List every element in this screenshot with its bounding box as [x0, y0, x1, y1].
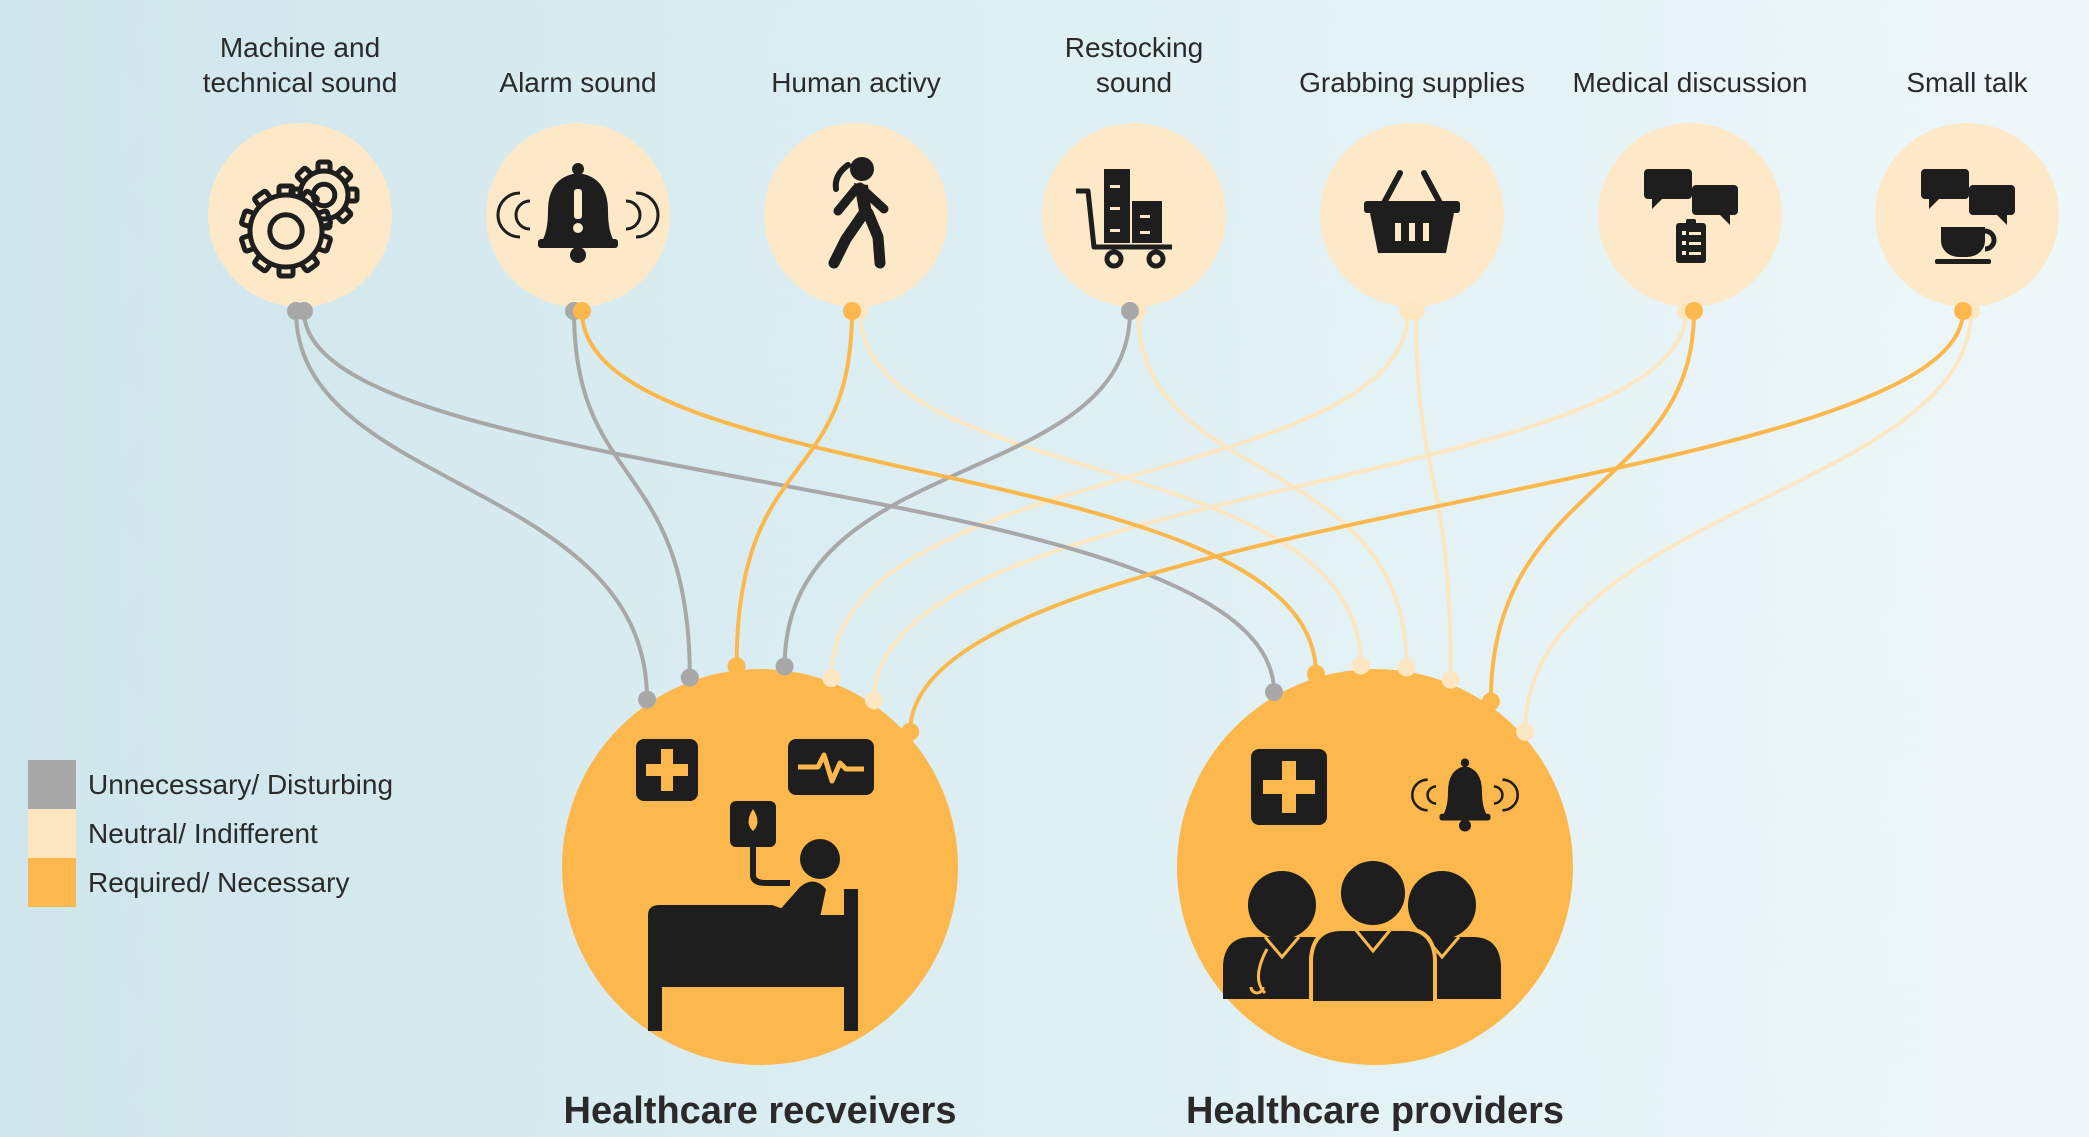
source-node-grabbing [1320, 123, 1504, 307]
source-node-medical [1598, 123, 1782, 307]
link-grabbing-receivers [829, 310, 1410, 679]
link-grabbing-providers [1414, 310, 1453, 680]
source-label-line: Small talk [1906, 67, 2028, 98]
source-label-smalltalk: Small talk [1807, 28, 2089, 100]
legend-label: Required/ Necessary [88, 866, 350, 898]
source-circle [1875, 123, 2059, 307]
legend-label: Neutral/ Indifferent [88, 817, 318, 849]
link-end-dot [1516, 722, 1535, 741]
link-start-dot [1121, 302, 1139, 320]
link-end-dot [864, 691, 883, 710]
connection-lines [294, 310, 1973, 732]
legend-swatch-neutral [28, 809, 76, 858]
link-end-dot [1351, 656, 1370, 675]
supply-cart-icon [1076, 169, 1172, 269]
link-smalltalk-receivers [908, 310, 1965, 732]
link-human-receivers [734, 310, 854, 667]
link-smalltalk-providers [1523, 310, 1973, 732]
link-end-dot [1306, 664, 1325, 683]
target-label-receivers: Healthcare recveivers [563, 1090, 957, 1132]
care-team-icon [1223, 749, 1519, 1005]
link-restocking-receivers [782, 310, 1132, 667]
source-node-machine [208, 123, 392, 307]
target-label-providers: Healthcare providers [1185, 1090, 1565, 1132]
link-alarm-providers [580, 310, 1318, 674]
link-end-dot [727, 657, 746, 676]
source-label-line: Alarm sound [499, 67, 657, 98]
link-start-dot [1954, 302, 1972, 320]
legend-item-disturbing: Unnecessary/ Disturbing [28, 760, 393, 809]
source-label-alarm: Alarm sound [418, 28, 738, 100]
link-restocking-providers [1136, 310, 1409, 668]
legend-swatch-necessary [28, 858, 76, 907]
source-label-restocking: Restocking sound [974, 28, 1294, 100]
connection-dots [287, 302, 1980, 741]
link-start-dot [295, 302, 313, 320]
alarm-bell-icon [496, 163, 660, 263]
chat-clipboard-icon [1644, 169, 1738, 263]
source-node-alarm [486, 123, 670, 307]
source-label-line: Restocking [1064, 32, 1204, 63]
source-nodes [208, 123, 2059, 307]
source-label-line: Human activy [771, 67, 941, 98]
link-end-dot [1397, 658, 1416, 677]
link-machine-providers [302, 310, 1276, 693]
source-node-human [764, 123, 948, 307]
target-node-receivers [562, 669, 958, 1065]
link-start-dot [1407, 302, 1425, 320]
link-start-dot [573, 302, 591, 320]
link-start-dot [1685, 302, 1703, 320]
source-node-smalltalk [1875, 123, 2059, 307]
link-end-dot [901, 722, 920, 741]
patient-bed-icon [636, 739, 874, 1031]
link-start-dot [843, 302, 861, 320]
link-end-dot [1265, 683, 1283, 702]
link-end-dot [638, 690, 657, 709]
source-label-line: Machine and [219, 32, 381, 63]
source-node-restocking [1042, 123, 1226, 307]
link-medical-receivers [871, 310, 1688, 701]
link-medical-providers [1488, 310, 1696, 702]
source-label-machine: Machine and technical sound [140, 28, 460, 100]
target-circle [562, 669, 958, 1065]
link-human-providers [858, 310, 1363, 666]
chat-coffee-icon [1921, 169, 2015, 264]
target-nodes [562, 669, 1573, 1065]
source-label-line: Grabbing supplies [1299, 67, 1525, 98]
legend-item-necessary: Required/ Necessary [28, 858, 393, 907]
legend-swatch-disturbing [28, 760, 76, 809]
link-end-dot [1441, 670, 1460, 689]
walking-person-icon [828, 157, 889, 269]
source-label-medical: Medical discussion [1530, 28, 1850, 100]
link-end-dot [1481, 692, 1500, 711]
source-label-line: Medical discussion [1572, 67, 1808, 98]
link-machine-receivers [294, 310, 650, 700]
basket-icon [1364, 170, 1460, 253]
legend-item-neutral: Neutral/ Indifferent [28, 809, 393, 858]
link-end-dot [775, 657, 794, 676]
source-label-human: Human activy [696, 28, 1016, 100]
gears-icon [239, 159, 360, 279]
source-label-grabbing: Grabbing supplies [1252, 28, 1572, 100]
link-end-dot [680, 668, 699, 687]
source-label-line: sound [1095, 67, 1173, 98]
link-alarm-receivers [572, 310, 692, 678]
legend-label: Unnecessary/ Disturbing [88, 768, 394, 800]
link-end-dot [822, 668, 841, 687]
legend: Unnecessary/ Disturbing Neutral/ Indiffe… [28, 760, 393, 907]
target-node-providers [1177, 669, 1573, 1065]
source-label-line: technical sound [202, 67, 398, 98]
source-circle [1598, 123, 1782, 307]
